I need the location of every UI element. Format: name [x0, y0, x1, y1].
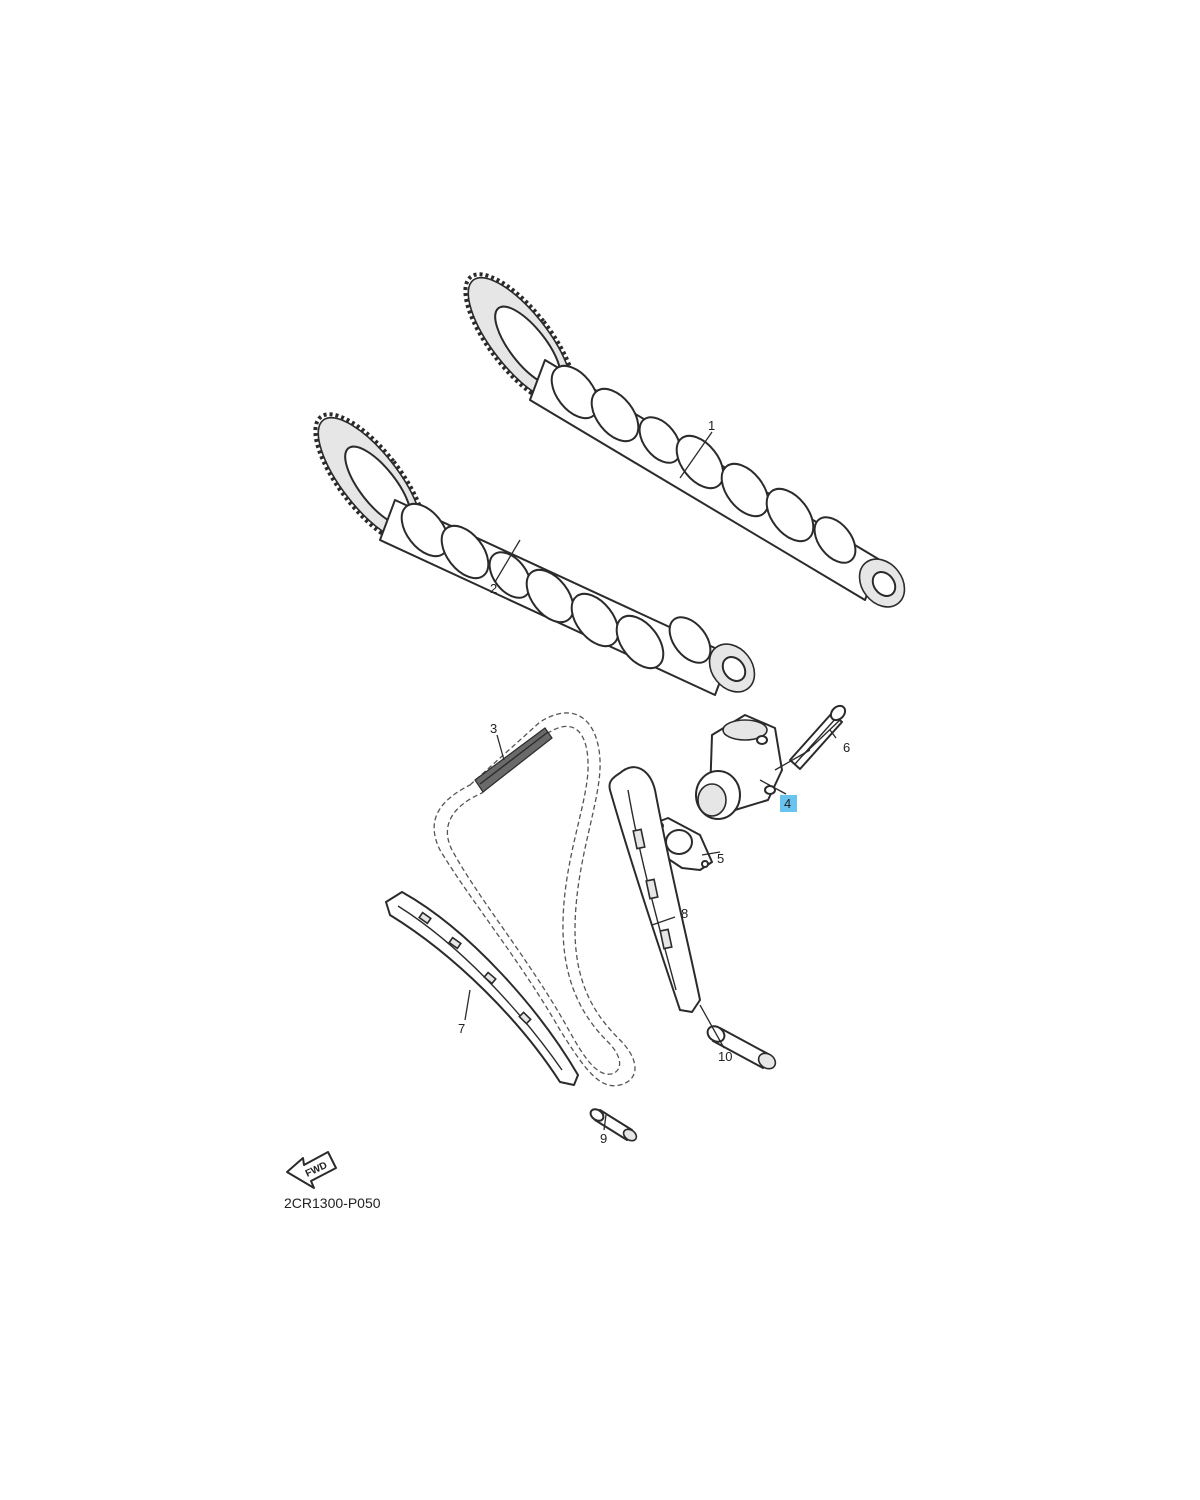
diagram-code: 2CR1300-P050: [284, 1195, 381, 1211]
chain-guide-7[interactable]: [385, 891, 579, 1086]
chain-links-detail: [474, 727, 553, 793]
leader-lines: [464, 431, 837, 1131]
guide-pin-9[interactable]: [588, 1107, 638, 1143]
callout-6[interactable]: 6: [843, 740, 850, 755]
chain-guide-8[interactable]: [608, 766, 701, 1013]
callouts: 1 2 3 4 5 6 7 8 9 10: [458, 418, 850, 1146]
callout-9[interactable]: 9: [600, 1131, 607, 1146]
callout-3[interactable]: 3: [490, 721, 497, 736]
callout-7[interactable]: 7: [458, 1021, 465, 1036]
tensioner-bolt[interactable]: [789, 703, 848, 770]
camshaft-1[interactable]: [447, 258, 914, 615]
callout-5[interactable]: 5: [717, 851, 724, 866]
callout-8[interactable]: 8: [681, 906, 688, 921]
callout-4[interactable]: 4: [784, 796, 791, 811]
camshaft-2[interactable]: [297, 398, 764, 700]
callout-10[interactable]: 10: [718, 1049, 732, 1064]
callout-1[interactable]: 1: [708, 418, 715, 433]
callout-4-highlight: [780, 795, 797, 812]
timing-chain[interactable]: [433, 712, 636, 1087]
chain-tensioner[interactable]: [695, 714, 783, 820]
callout-2[interactable]: 2: [490, 581, 497, 596]
guide-pin-10[interactable]: [705, 1023, 779, 1072]
forward-direction-arrow: FWD: [286, 1151, 337, 1189]
